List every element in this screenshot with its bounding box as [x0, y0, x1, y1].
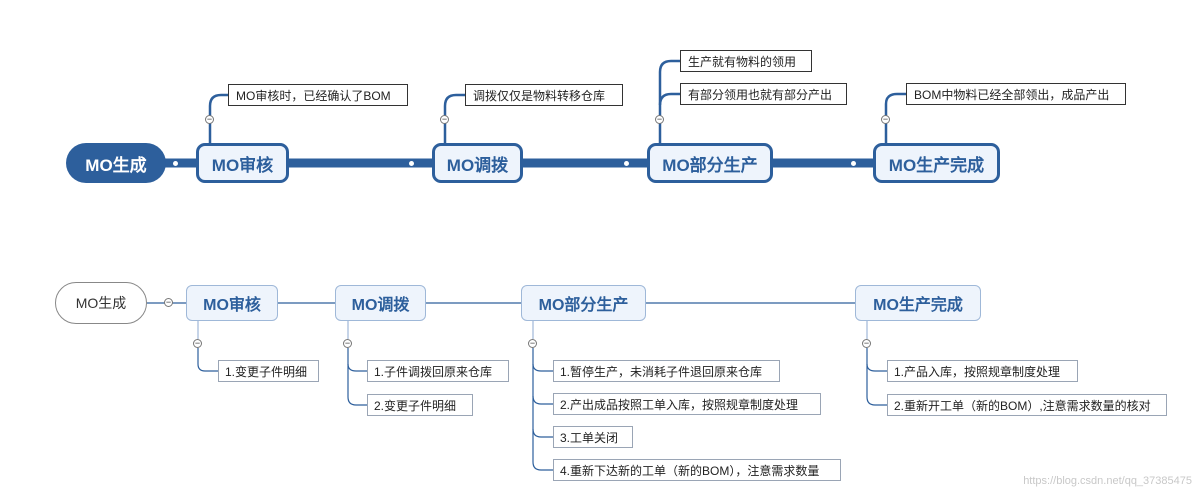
subtopic[interactable]: 1.暂停生产，未消耗子件退回原来仓库	[553, 360, 780, 382]
collapse-toggle-icon[interactable]: −	[528, 338, 537, 348]
collapse-toggle-icon[interactable]: −	[343, 338, 352, 348]
top-connector-dot	[409, 161, 414, 166]
bottom-topic-mo-transfer[interactable]: MO调拨	[335, 285, 426, 321]
collapse-toggle-icon[interactable]: −	[440, 114, 449, 124]
top-note[interactable]: 调拨仅仅是物料转移仓库	[465, 84, 623, 106]
bottom-central-topic[interactable]: MO生成	[55, 282, 147, 324]
subtopic[interactable]: 1.产品入库，按照规章制度处理	[887, 360, 1078, 382]
top-connector-dot	[624, 161, 629, 166]
watermark-url: https://blog.csdn.net/qq_37385475	[1023, 475, 1192, 487]
top-connector-dot	[851, 161, 856, 166]
subtopic[interactable]: 2.产出成品按照工单入库，按照规章制度处理	[553, 393, 821, 415]
collapse-toggle-icon[interactable]: −	[164, 297, 173, 307]
top-topic-mo-production-complete[interactable]: MO生产完成	[873, 143, 1000, 183]
collapse-toggle-icon[interactable]: −	[862, 338, 871, 348]
collapse-toggle-icon[interactable]: −	[193, 338, 202, 348]
top-note[interactable]: 生产就有物料的领用	[680, 50, 812, 72]
subtopic[interactable]: 1.变更子件明细	[218, 360, 319, 382]
top-topic-mo-review[interactable]: MO审核	[196, 143, 289, 183]
collapse-toggle-icon[interactable]: −	[205, 114, 214, 124]
top-note[interactable]: BOM中物料已经全部领出，成品产出	[906, 83, 1126, 105]
top-note[interactable]: MO审核时，已经确认了BOM	[228, 84, 408, 106]
top-central-topic[interactable]: MO生成	[66, 143, 166, 183]
top-topic-mo-transfer[interactable]: MO调拨	[432, 143, 523, 183]
collapse-toggle-icon[interactable]: −	[881, 114, 890, 124]
bottom-topic-mo-partial-production[interactable]: MO部分生产	[521, 285, 646, 321]
subtopic[interactable]: 2.重新开工单（新的BOM）,注意需求数量的核对	[887, 394, 1167, 416]
top-topic-mo-partial-production[interactable]: MO部分生产	[647, 143, 773, 183]
bottom-topic-mo-review[interactable]: MO审核	[186, 285, 278, 321]
collapse-toggle-icon[interactable]: −	[655, 114, 664, 124]
subtopic[interactable]: 2.变更子件明细	[367, 394, 473, 416]
top-note[interactable]: 有部分领用也就有部分产出	[680, 83, 847, 105]
subtopic[interactable]: 4.重新下达新的工单（新的BOM），注意需求数量	[553, 459, 841, 481]
subtopic[interactable]: 1.子件调拨回原来仓库	[367, 360, 509, 382]
bottom-topic-mo-production-complete[interactable]: MO生产完成	[855, 285, 981, 321]
subtopic[interactable]: 3.工单关闭	[553, 426, 633, 448]
top-connector-dot	[173, 161, 178, 166]
